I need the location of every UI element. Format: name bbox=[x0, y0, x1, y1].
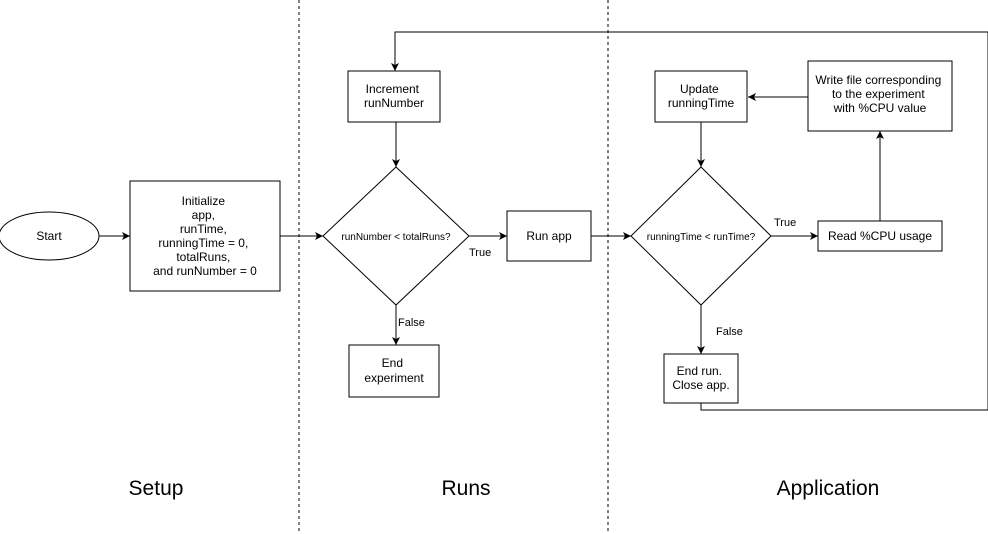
svg-text:Update runningTime: Update runningTime bbox=[668, 82, 735, 110]
node-run-decision: runNumber < totalRuns? bbox=[322, 166, 470, 306]
update-line: Update bbox=[680, 82, 719, 96]
write-file-line: to the experiment bbox=[832, 87, 925, 101]
read-cpu-label: Read %CPU usage bbox=[828, 229, 932, 243]
edge-label-runs-false: False bbox=[398, 317, 425, 329]
node-update: Update runningTime bbox=[654, 70, 748, 123]
node-end-run: End run. Close app. bbox=[663, 353, 739, 404]
initialize-line: Initialize bbox=[182, 194, 226, 208]
update-line: runningTime bbox=[668, 96, 735, 110]
increment-line: runNumber bbox=[364, 96, 424, 110]
write-file-line: Write file corresponding bbox=[815, 73, 941, 87]
initialize-line: totalRuns, bbox=[176, 250, 230, 264]
node-initialize: Initialize app, runTime, runningTime = 0… bbox=[129, 180, 281, 292]
initialize-line: and runNumber = 0 bbox=[153, 264, 257, 278]
end-experiment-line: End bbox=[382, 356, 403, 370]
edge-label-app-true: True bbox=[774, 217, 796, 229]
node-end-experiment: End experiment bbox=[348, 344, 440, 398]
node-read-cpu: Read %CPU usage bbox=[817, 220, 943, 252]
initialize-line: runningTime = 0, bbox=[158, 236, 248, 250]
end-experiment-line: experiment bbox=[364, 371, 424, 385]
time-decision-label: runningTime < runTime? bbox=[647, 232, 756, 243]
svg-text:Initialize app, ru: Initialize app, runTime, runningTime = 0… bbox=[153, 194, 257, 278]
end-run-line: End run. bbox=[677, 364, 722, 378]
svg-text:Write file corresponding: Write file corresponding to the experime… bbox=[815, 73, 944, 115]
node-time-decision: runningTime < runTime? bbox=[630, 166, 772, 306]
svg-text:Increment runNumber: Increment runNumber bbox=[364, 82, 424, 110]
lane-label-application: Application bbox=[777, 477, 880, 500]
node-run-app: Run app bbox=[506, 210, 592, 262]
node-write-file: Write file corresponding to the experime… bbox=[807, 60, 953, 132]
lane-label-runs: Runs bbox=[441, 477, 490, 500]
node-start-label: Start bbox=[36, 229, 62, 243]
node-increment: Increment runNumber bbox=[347, 70, 441, 123]
initialize-line: app, bbox=[192, 208, 215, 222]
node-start: Start bbox=[0, 211, 100, 261]
run-app-label: Run app bbox=[526, 229, 572, 243]
run-decision-label: runNumber < totalRuns? bbox=[341, 232, 451, 243]
increment-line: Increment bbox=[366, 82, 420, 96]
initialize-line: runTime, bbox=[180, 222, 227, 236]
svg-text:End experiment: End experiment bbox=[364, 356, 424, 385]
lane-label-setup: Setup bbox=[129, 477, 184, 500]
edge-end-run-loop-increment bbox=[391, 31, 988, 411]
edges bbox=[99, 31, 988, 411]
write-file-line: with %CPU value bbox=[833, 101, 927, 115]
svg-text:End run. Close app.: End run. Close app. bbox=[672, 364, 729, 392]
end-run-line: Close app. bbox=[672, 378, 729, 392]
edge-label-runs-true: True bbox=[469, 247, 491, 259]
edge-label-app-false: False bbox=[716, 326, 743, 338]
